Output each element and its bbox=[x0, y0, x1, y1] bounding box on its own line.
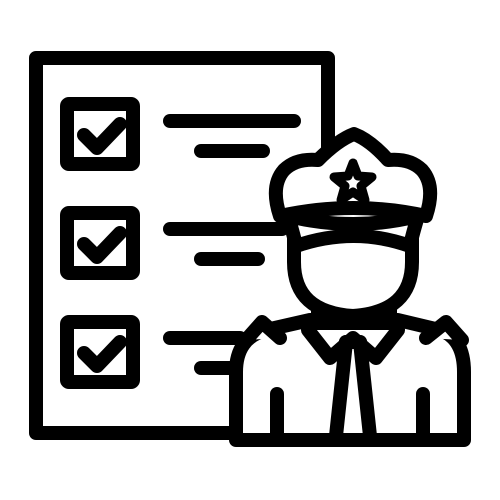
check-icon bbox=[77, 335, 127, 373]
checklist-item-3 bbox=[60, 315, 247, 389]
star-icon bbox=[329, 158, 377, 205]
left-epaulette bbox=[239, 315, 287, 347]
necktie bbox=[329, 335, 377, 443]
checkbox-2 bbox=[60, 206, 140, 280]
check-icon bbox=[77, 117, 127, 155]
checklist-item-2 bbox=[60, 206, 289, 280]
right-epaulette bbox=[419, 315, 469, 347]
officer-torso bbox=[229, 313, 471, 447]
checklist-item-1 bbox=[60, 97, 301, 171]
checkbox-1 bbox=[60, 97, 140, 171]
checkbox-3 bbox=[60, 315, 140, 389]
cap-visor bbox=[281, 209, 425, 253]
police-officer bbox=[229, 127, 471, 447]
check-icon bbox=[77, 226, 127, 264]
